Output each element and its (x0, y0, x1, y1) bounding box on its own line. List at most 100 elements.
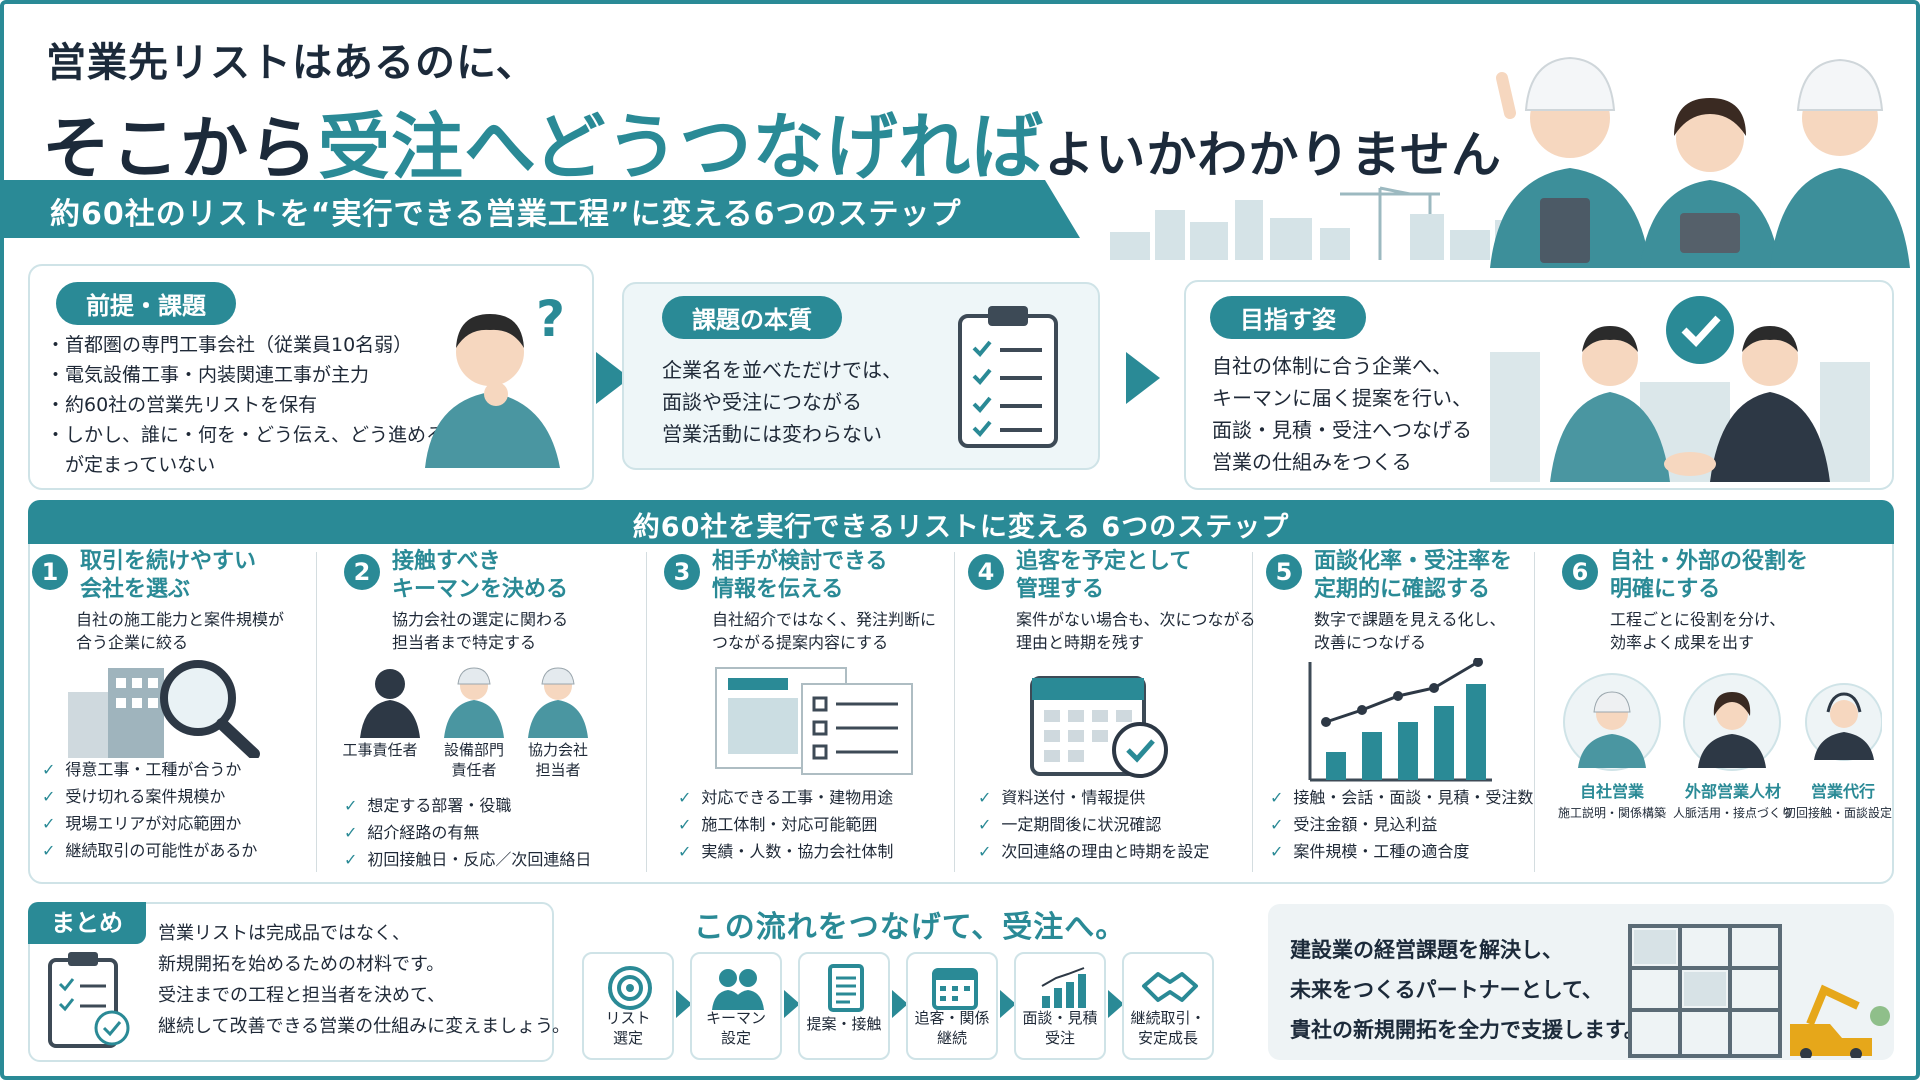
step-description: 数字で課題を見える化し、改善につなげる (1314, 610, 1506, 652)
flow-step-proposal: 提案・接触 (798, 952, 890, 1060)
step-description: 案件がない場合も、次につながる理由と時期を残す (1016, 610, 1256, 652)
building-search-icon (68, 660, 260, 758)
document-icon (828, 964, 864, 1012)
step-title: 自社・外部の役割を明確にする (1610, 549, 1809, 602)
column-divider (646, 552, 647, 872)
flow-arrow (1126, 352, 1160, 404)
column-divider (954, 552, 955, 872)
key-person-label: 設備部門責任者 (443, 741, 504, 779)
clipboard-icon (958, 306, 1058, 448)
step-description: 協力会社の選定に関わる担当者まで特定する (392, 610, 569, 652)
summary-text: 営業リストは完成品ではなく、新規開拓を始めるための材料です。受注までの工程と担当… (158, 923, 571, 1037)
role-name: 外部営業人材 (1684, 782, 1781, 801)
role-sub: 施工説明・関係構築 (1557, 806, 1666, 820)
step-number: 3 (664, 554, 700, 590)
flow-step-list: リスト選定 (582, 952, 674, 1060)
step-description: 工程ごとに役割を分け、効率よく成果を出す (1610, 610, 1786, 652)
role-avatars (1563, 673, 1882, 771)
role-sub: 初回接触・面談設定 (1784, 806, 1893, 820)
cta-text: 建設業の経営課題を解決し、未来をつくるパートナーとして、貴社の新規開拓を全力で支… (1290, 938, 1645, 1042)
essence-line: 面談や受注につながる (662, 390, 862, 414)
headline-part-a: そこから (42, 110, 319, 189)
summary-tag: まとめ (28, 902, 146, 944)
column-divider (316, 552, 317, 872)
step-checklist: 対応できる工事・建物用途施工体制・対応可能範囲実績・人数・協力会社体制 (678, 784, 893, 865)
step-checklist: 資料送付・情報提供一定期間後に状況確認次回連絡の理由と時期を設定 (978, 784, 1209, 865)
people-icon (712, 969, 764, 1010)
step-title: 接触すべきキーマンを決める (392, 549, 569, 602)
column-divider (1534, 552, 1535, 872)
flow-arrow (784, 990, 800, 1018)
goal-text: 自社の体制に合う企業へ、 キーマンに届く提案を行い、 面談・見積・受注へつなげる… (1212, 350, 1472, 478)
steps-title-bar: 約60社を実行できるリストに変える 6つのステップ (28, 500, 1894, 544)
premise-item: ・約60社の営業先リストを保有 (46, 394, 318, 416)
proposal-document-icon (715, 667, 913, 775)
key-person-icons (360, 667, 588, 738)
city-skyline-illustration (1110, 186, 1525, 260)
flow-arrow (676, 990, 692, 1018)
step-number: 4 (968, 554, 1004, 590)
key-person-label: 協力会社担当者 (527, 741, 588, 779)
headline-line2: そこから受注へどうつなげればよいかわかりません (42, 88, 1502, 193)
construction-site-illustration (1628, 924, 1890, 1058)
premise-item: が定まっていない (46, 454, 216, 476)
step-checklist: 得意工事・工種が合うか受け切れる案件規模か現場エリアが対応範囲か継続取引の可能性… (42, 756, 257, 864)
premise-item: ・電気設備工事・内装関連工事が主力 (46, 364, 370, 386)
role-name: 営業代行 (1810, 782, 1875, 801)
flow-arrow (892, 990, 908, 1018)
calendar-icon (932, 968, 978, 1010)
step-description: 自社紹介ではなく、発注判断につながる提案内容にする (712, 610, 937, 652)
step-number: 5 (1266, 554, 1302, 590)
essence-text: 企業名を並べただけでは、 面談や受注につながる 営業活動には変わらない (662, 354, 902, 450)
essence-line: 営業活動には変わらない (662, 422, 882, 446)
handshake-icon (1142, 972, 1198, 1002)
step-checklist: 想定する部署・役職紹介経路の有無初回接触日・反応／次回連絡日 (344, 792, 591, 873)
goal-line: 面談・見積・受注へつなげる (1212, 418, 1472, 442)
role-sub: 人脈活用・接点づくり (1672, 806, 1793, 820)
steps-title: 約60社を実行できるリストに変える 6つのステップ (632, 512, 1290, 543)
goal-line: 自社の体制に合う企業へ、 (1212, 354, 1452, 378)
headline-line1: 営業先リストはあるのに、 (46, 40, 537, 86)
handshake-illustration (1490, 296, 1870, 482)
chart-icon (1041, 967, 1086, 1008)
subtitle-text: 約60社のリストを“実行できる営業工程”に変える6つのステップ (50, 197, 962, 232)
flow-title: この流れをつなげて、受注へ。 (693, 910, 1127, 945)
step-number: 1 (32, 554, 68, 590)
target-icon (608, 966, 652, 1010)
step-6: 6 自社・外部の役割を明確にする 工程ごとに役割を分け、効率よく成果を出す 自社… (1558, 548, 1893, 878)
step-title: 相手が検討できる情報を伝える (712, 549, 888, 602)
column-divider (1252, 552, 1253, 872)
step-title: 面談化率・受注率を定期的に確認する (1314, 549, 1513, 602)
flow-step-keyman: キーマン設定 (690, 952, 782, 1060)
goal-tag: 目指す姿 (1210, 296, 1366, 339)
flow-arrow (1000, 990, 1016, 1018)
step-checklist: 接触・会話・面談・見積・受注数受注金額・見込利益案件規模・工種の適合度 (1270, 784, 1533, 865)
premise-item: ・しかし、誰に・何を・どう伝え、どう進めるか (46, 424, 465, 446)
key-person-label: 工事責任者 (342, 741, 418, 759)
flow-step-meeting: 面談・見積受注 (1014, 952, 1106, 1060)
step-title: 追客を予定として管理する (1016, 549, 1192, 602)
flow-step-followup: 追客・関係継続 (906, 952, 998, 1060)
question-mark: ? (536, 290, 566, 348)
workers-illustration (1490, 56, 1910, 268)
step-number: 6 (1562, 554, 1598, 590)
goal-line: キーマンに届く提案を行い、 (1212, 386, 1472, 410)
headline-part-c: よいかわかりません (1044, 126, 1502, 184)
checklist-icon (48, 952, 130, 1048)
essence-tag: 課題の本質 (662, 296, 842, 339)
step-3: 3 相手が検討できる情報を伝える 自社紹介ではなく、発注判断につながる提案内容に… (664, 548, 948, 878)
step-5: 5 面談化率・受注率を定期的に確認する 数字で課題を見える化し、改善につなげる … (1266, 548, 1533, 878)
subtitle-banner: 約60社のリストを“実行できる営業工程”に変える6つのステップ (0, 180, 1080, 238)
headline-highlight: 受注へどうつなげれば (318, 105, 1045, 189)
premise-list: ・首都圏の専門工事会社（従業員10名弱） ・電気設備工事・内装関連工事が主力 ・… (46, 330, 464, 480)
step-number: 2 (344, 554, 380, 590)
flow-step-growth: 継続取引・安定成長 (1122, 952, 1214, 1060)
flow-arrow (1108, 990, 1124, 1018)
growth-chart-icon (1308, 658, 1492, 782)
calendar-check-icon (1030, 676, 1168, 778)
step-2: 2 接触すべきキーマンを決める 協力会社の選定に関わる担当者まで特定する 工事責… (342, 548, 640, 878)
role-name: 自社営業 (1579, 782, 1644, 801)
goal-line: 営業の仕組みをつくる (1212, 450, 1412, 474)
